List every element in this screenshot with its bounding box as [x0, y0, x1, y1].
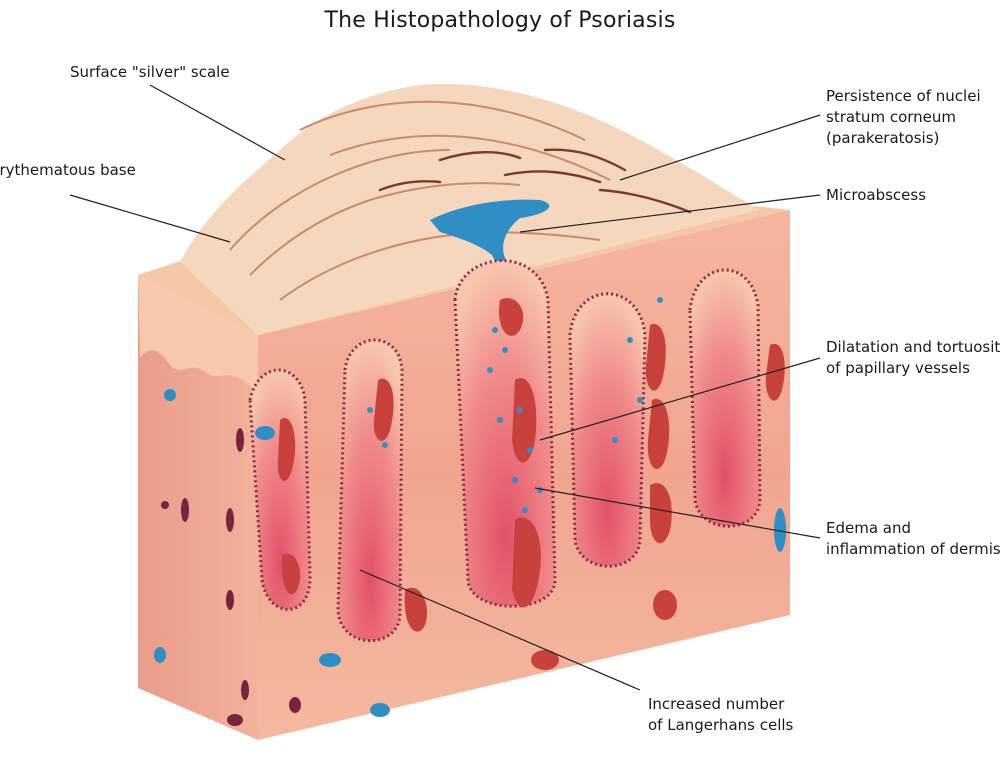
label-microabscess: Microabscess: [826, 185, 926, 206]
vessel-9: [650, 483, 672, 544]
diagram-title: The Histopathology of Psoriasis: [324, 8, 676, 33]
label-parakeratosis-line-3: (parakeratosis): [826, 129, 940, 147]
papilla-5: [688, 268, 762, 528]
vessel-11: [765, 343, 785, 401]
leader-dilatation: [539, 357, 821, 441]
label-surface-scale-text: Surface "silver" scale: [70, 63, 230, 81]
vessel-8: [404, 587, 428, 632]
vessel-1: [277, 418, 296, 481]
papilla-3: [453, 259, 557, 608]
leader-langerhans: [359, 569, 641, 691]
label-erythematous-base-text: Erythematous base: [0, 161, 136, 179]
papillary-vessels: [277, 298, 785, 670]
label-dilatation: Dilatation and tortuosity of papillary v…: [826, 337, 1000, 379]
label-dilatation-line-1: Dilatation and tortuosity: [826, 338, 1000, 356]
leader-surface-scale: [149, 84, 286, 161]
label-parakeratosis-line-2: stratum corneum: [826, 108, 957, 126]
vessel-4: [512, 378, 537, 463]
leader-microabscess: [519, 194, 821, 233]
label-edema-line-2: inflammation of dermis: [826, 540, 1000, 558]
label-langerhans-line-2: of Langerhans cells: [648, 716, 794, 734]
label-erythematous-base: Erythematous base: [0, 160, 136, 181]
label-parakeratosis: Persistence of nuclei stratum corneum (p…: [826, 86, 981, 149]
vessel-3: [499, 298, 524, 336]
label-edema: Edema and inflammation of dermis: [826, 518, 1000, 560]
vessel-5: [645, 324, 666, 391]
papilla-2: [336, 338, 404, 643]
leader-lines: [69, 84, 821, 691]
parakeratotic-nuclei: [378, 148, 692, 214]
papilla-4: [568, 292, 647, 568]
vessel-6: [647, 398, 670, 470]
vessel-12: [653, 590, 677, 620]
dermal-cells: [161, 428, 301, 726]
leader-edema: [534, 487, 821, 539]
vessel-13: [531, 650, 559, 670]
side-epidermis-band: [138, 275, 258, 395]
vessel-10: [281, 553, 301, 595]
label-langerhans: Increased number of Langerhans cells: [648, 694, 793, 736]
leader-erythematous-base: [69, 194, 231, 243]
vessel-7: [512, 517, 541, 608]
inflammatory-cells: [154, 297, 786, 717]
label-dilatation-line-2: of papillary vessels: [826, 359, 970, 377]
label-surface-scale: Surface "silver" scale: [70, 62, 230, 83]
label-langerhans-line-1: Increased number: [648, 695, 785, 713]
leader-parakeratosis: [619, 114, 821, 181]
microabscess: [430, 199, 550, 285]
label-parakeratosis-line-1: Persistence of nuclei: [826, 87, 981, 105]
vessel-2: [373, 378, 394, 441]
silver-scale-flakes: [229, 100, 611, 301]
label-microabscess-text: Microabscess: [826, 186, 927, 204]
label-edema-line-1: Edema and: [826, 519, 912, 537]
